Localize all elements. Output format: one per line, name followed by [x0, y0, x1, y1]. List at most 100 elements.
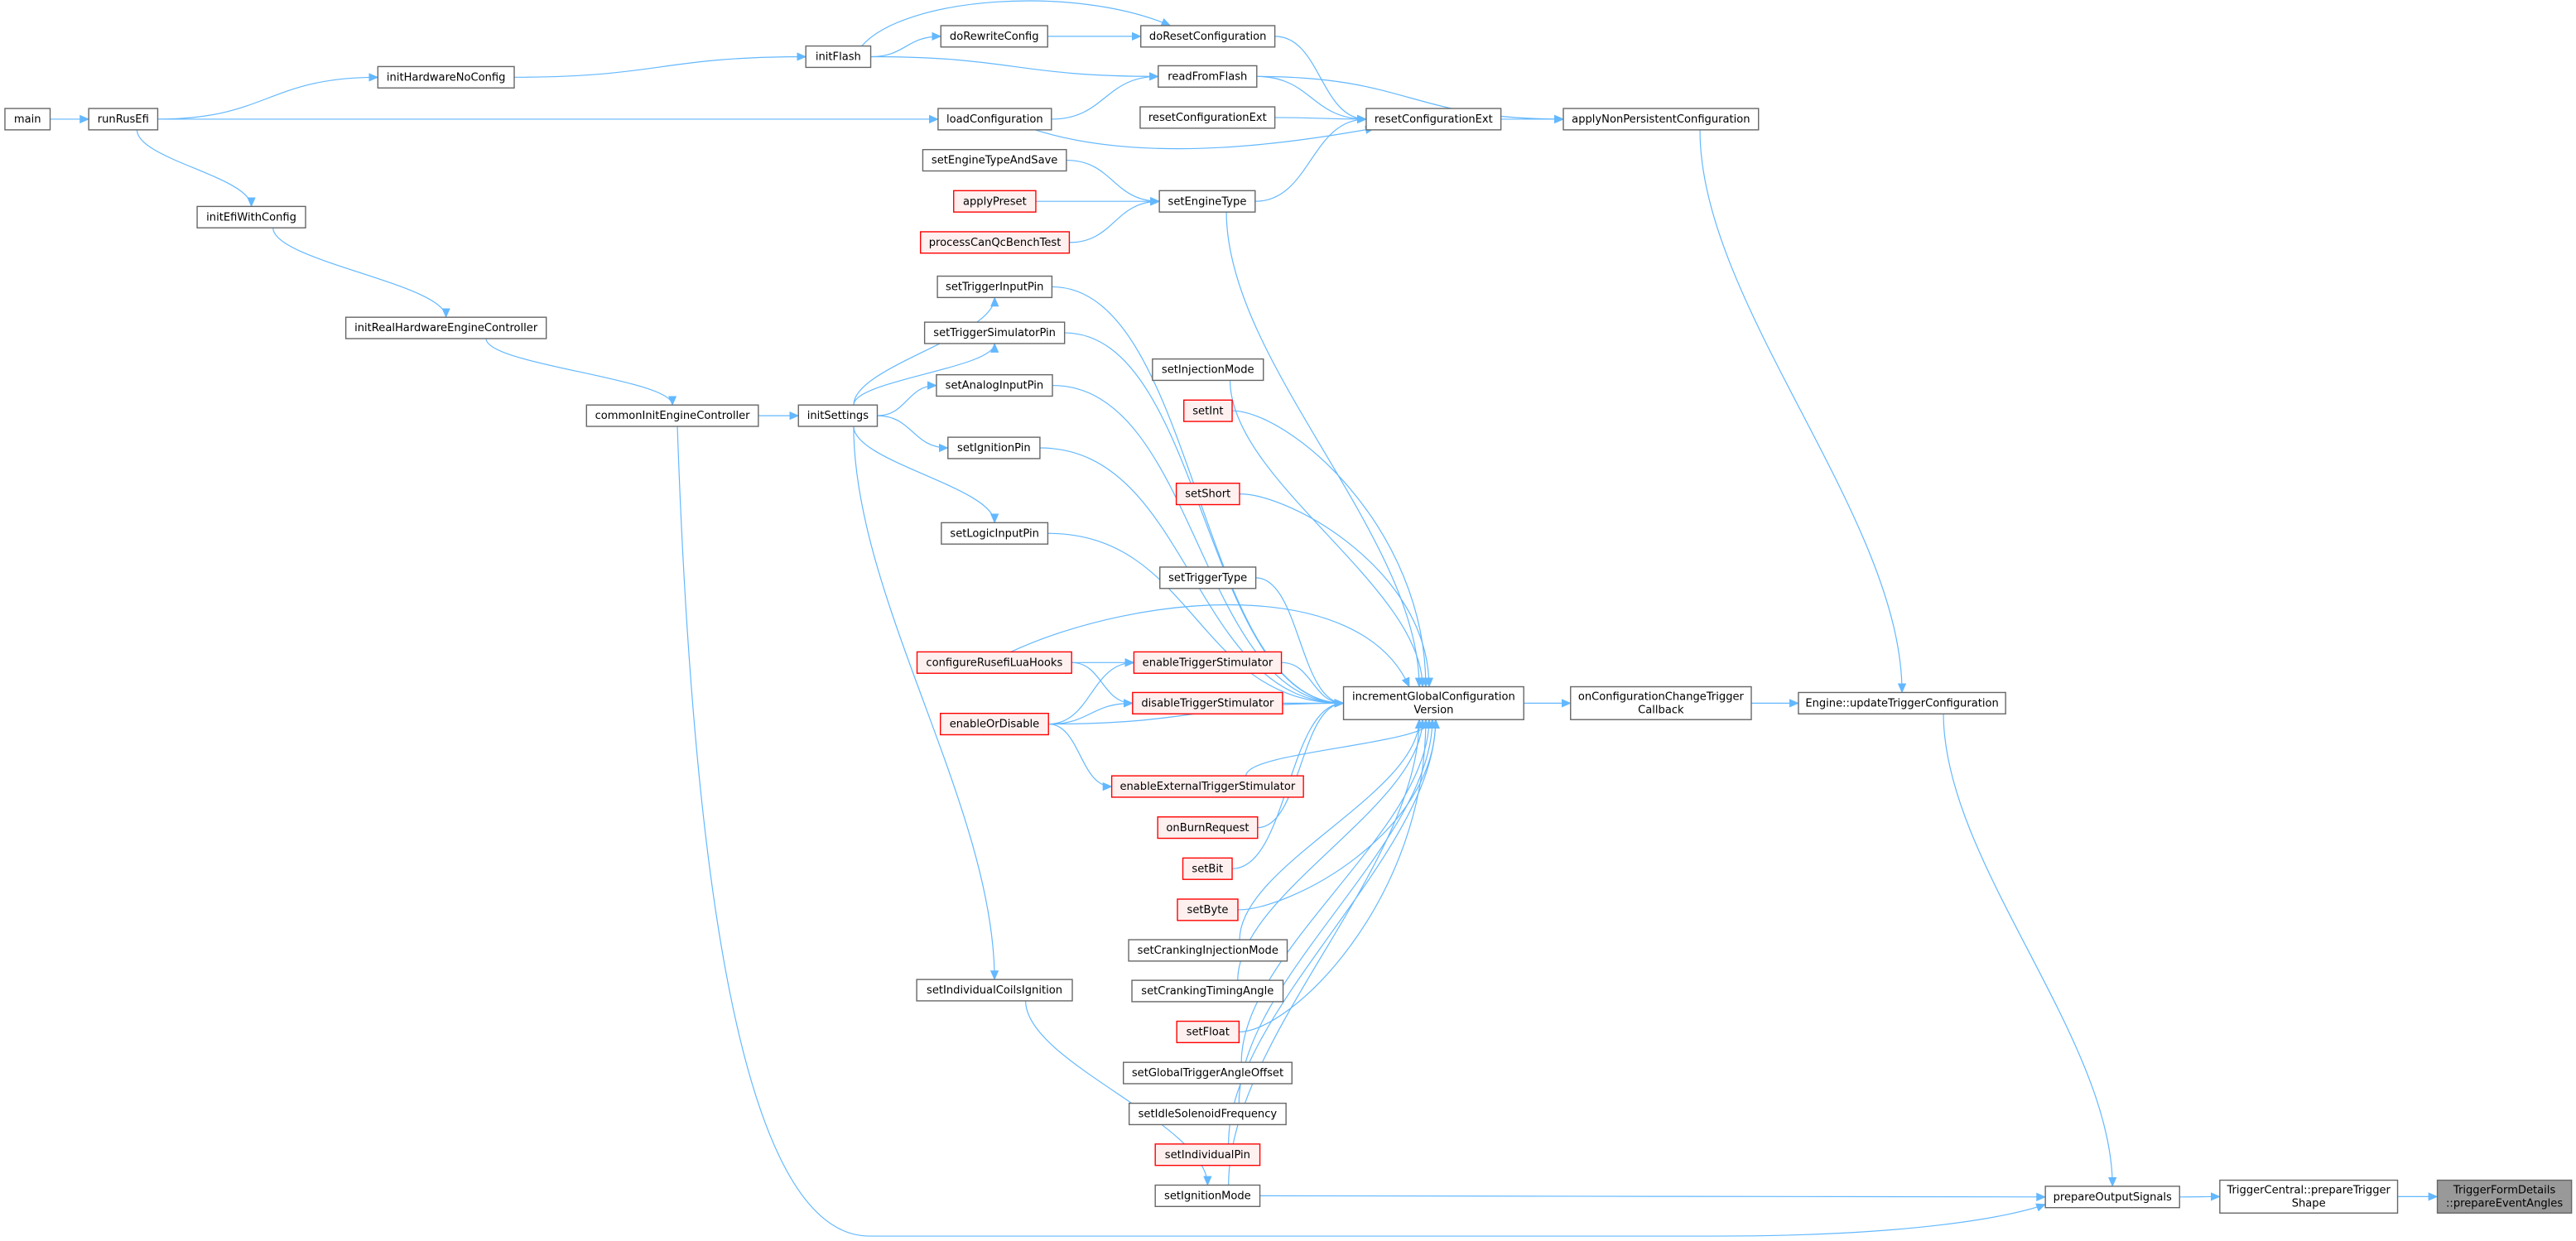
node-label: enableExternalTriggerStimulator [1119, 781, 1295, 793]
node-box [1159, 566, 1257, 589]
node-read-from-flash[interactable]: readFromFlash [1158, 65, 1258, 88]
node-common-init-engine-controller[interactable]: commonInitEngineController [585, 404, 759, 427]
node-box [1131, 979, 1284, 1003]
node-set-int[interactable]: setInt [1183, 399, 1233, 422]
node-apply-preset[interactable]: applyPreset [953, 190, 1037, 213]
node-set-analog-input-pin[interactable]: setAnalogInputPin [936, 373, 1053, 397]
node-set-global-trigger-angle-offset[interactable]: setGlobalTriggerAngleOffset [1123, 1061, 1293, 1085]
node-prepare-output-signals[interactable]: prepareOutputSignals [2044, 1186, 2180, 1209]
node-set-idle-solenoid-frequency[interactable]: setIdleSolenoidFrequency [1128, 1102, 1287, 1126]
node-init-real-hardware-engine-controller[interactable]: initRealHardwareEngineController [344, 316, 547, 339]
node-init-flash[interactable]: initFlash [805, 45, 872, 69]
node-update-trigger-configuration[interactable]: Engine::updateTriggerConfiguration [1798, 691, 2006, 714]
node-set-bit[interactable]: setBit [1182, 857, 1233, 880]
edge-set-idle-solenoid-frequency-to-increment-global-configuration-version [1238, 719, 1437, 1104]
node-set-engine-type[interactable]: setEngineType [1158, 190, 1256, 213]
edge-set-int-to-increment-global-configuration-version [1232, 410, 1431, 688]
node-init-efi-with-config[interactable]: initEfiWithConfig [196, 205, 306, 228]
node-set-cranking-injection-mode[interactable]: setCrankingInjectionMode [1128, 939, 1288, 962]
edge-init-settings-to-set-ignition-pin [877, 415, 949, 453]
node-main[interactable]: main [4, 108, 51, 131]
node-box [1798, 691, 2006, 714]
node-on-burn-request[interactable]: onBurnRequest [1157, 816, 1259, 839]
node-disable-trigger-stimulator[interactable]: disableTriggerStimulator [1132, 691, 1283, 714]
node-reset-configuration-ext2[interactable]: resetConfigurationExt [1365, 108, 1502, 131]
edge-enable-or-disable-to-enable-external-trigger-stimulator [1048, 723, 1113, 791]
node-set-individual-pin[interactable]: setIndividualPin [1154, 1143, 1261, 1166]
node-box [940, 25, 1048, 48]
node-do-reset-configuration[interactable]: doResetConfiguration [1140, 25, 1276, 48]
node-init-settings[interactable]: initSettings [797, 404, 879, 427]
edge-common-init-engine-controller-to-prepare-output-signals [677, 426, 2047, 1237]
node-label: disableTriggerStimulator [1141, 697, 1274, 709]
node-box [344, 316, 547, 339]
node-label: setAnalogInputPin [946, 380, 1044, 392]
node-box [1123, 1061, 1293, 1085]
node-set-engine-type-and-save[interactable]: setEngineTypeAndSave [922, 148, 1067, 172]
node-label: setCrankingTimingAngle [1141, 985, 1274, 998]
node-label: readFromFlash [1168, 70, 1247, 83]
node-box [923, 321, 1066, 344]
node-set-ignition-pin[interactable]: setIgnitionPin [947, 436, 1041, 459]
edge-run-rus-efi-to-init-efi-with-config [136, 129, 256, 208]
node-set-byte[interactable]: setByte [1177, 898, 1239, 921]
node-set-trigger-simulator-pin[interactable]: setTriggerSimulatorPin [923, 321, 1066, 344]
node-label: applyPreset [963, 195, 1027, 208]
node-box [937, 275, 1053, 299]
node-set-injection-mode[interactable]: setInjectionMode [1152, 358, 1264, 382]
node-set-trigger-input-pin[interactable]: setTriggerInputPin [937, 275, 1053, 299]
node-process-can-qc-bench-test[interactable]: processCanQcBenchTest [919, 231, 1071, 254]
edge-process-can-qc-bench-test-to-set-engine-type [1069, 197, 1161, 243]
node-set-logic-input-pin[interactable]: setLogicInputPin [941, 522, 1049, 545]
edge-set-analog-input-pin-to-increment-global-configuration-version [1052, 384, 1345, 708]
node-box [941, 522, 1049, 545]
node-load-configuration[interactable]: loadConfiguration [937, 108, 1052, 131]
node-label: setIgnitionPin [957, 442, 1031, 455]
edge-init-flash-to-read-from-flash [870, 55, 1159, 81]
edge-read-from-flash-to-reset-configuration-ext2 [1256, 75, 1367, 124]
edge-init-efi-with-config-to-init-real-hardware-engine-controller [272, 228, 450, 319]
node-configure-rusefi-lua-hooks[interactable]: configureRusefiLuaHooks [916, 651, 1072, 674]
node-box [1128, 1102, 1287, 1126]
node-label: setIdleSolenoidFrequency [1139, 1109, 1278, 1121]
node-apply-non-persistent-configuration[interactable]: applyNonPersistentConfiguration [1562, 108, 1760, 131]
node-set-individual-coils-ignition[interactable]: setIndividualCoilsIgnition [916, 979, 1073, 1002]
node-prepare-event-angles[interactable]: TriggerFormDetails::prepareEventAngles [2436, 1179, 2573, 1214]
node-enable-or-disable[interactable]: enableOrDisable [939, 712, 1049, 736]
node-set-float[interactable]: setFloat [1176, 1020, 1240, 1044]
node-box [916, 651, 1072, 674]
node-set-trigger-type[interactable]: setTriggerType [1159, 566, 1257, 589]
node-box [1562, 108, 1760, 131]
node-reset-configuration-ext1[interactable]: resetConfigurationExt [1139, 106, 1276, 129]
node-label: setInt [1192, 405, 1223, 417]
node-box [1570, 685, 1752, 720]
edge-init-flash-to-do-rewrite-config [870, 31, 942, 58]
node-label: commonInitEngineController [595, 410, 751, 422]
edge-enable-or-disable-to-disable-trigger-stimulator [1048, 699, 1134, 725]
node-box [937, 108, 1052, 131]
node-set-short[interactable]: setShort [1175, 483, 1240, 506]
node-label: incrementGlobalConfiguration [1352, 691, 1515, 704]
node-enable-trigger-stimulator[interactable]: enableTriggerStimulator [1133, 651, 1283, 674]
edge-on-burn-request-to-increment-global-configuration-version [1257, 699, 1345, 829]
edges-layer [50, 0, 2439, 1237]
edge-set-cranking-injection-mode-to-increment-global-configuration-version [1239, 719, 1424, 940]
node-enable-external-trigger-stimulator[interactable]: enableExternalTriggerStimulator [1110, 775, 1304, 798]
edge-enable-external-trigger-stimulator-to-increment-global-configuration-version [1245, 719, 1437, 777]
node-label: setByte [1187, 904, 1229, 916]
node-label: setTriggerSimulatorPin [933, 327, 1056, 339]
node-set-cranking-timing-angle[interactable]: setCrankingTimingAngle [1131, 979, 1284, 1003]
node-set-ignition-mode[interactable]: setIgnitionMode [1154, 1184, 1261, 1208]
node-label: onBurnRequest [1166, 822, 1249, 835]
node-box [919, 231, 1071, 254]
node-run-rus-efi[interactable]: runRusEfi [88, 108, 159, 131]
node-label: applyNonPersistentConfiguration [1572, 113, 1750, 126]
node-init-hardware-no-config[interactable]: initHardwareNoConfig [377, 65, 515, 89]
node-do-rewrite-config[interactable]: doRewriteConfig [940, 25, 1048, 48]
edge-set-engine-type-and-save-to-set-engine-type [1066, 159, 1161, 206]
edge-read-from-flash-to-apply-non-persistent-configuration [1256, 75, 1565, 124]
